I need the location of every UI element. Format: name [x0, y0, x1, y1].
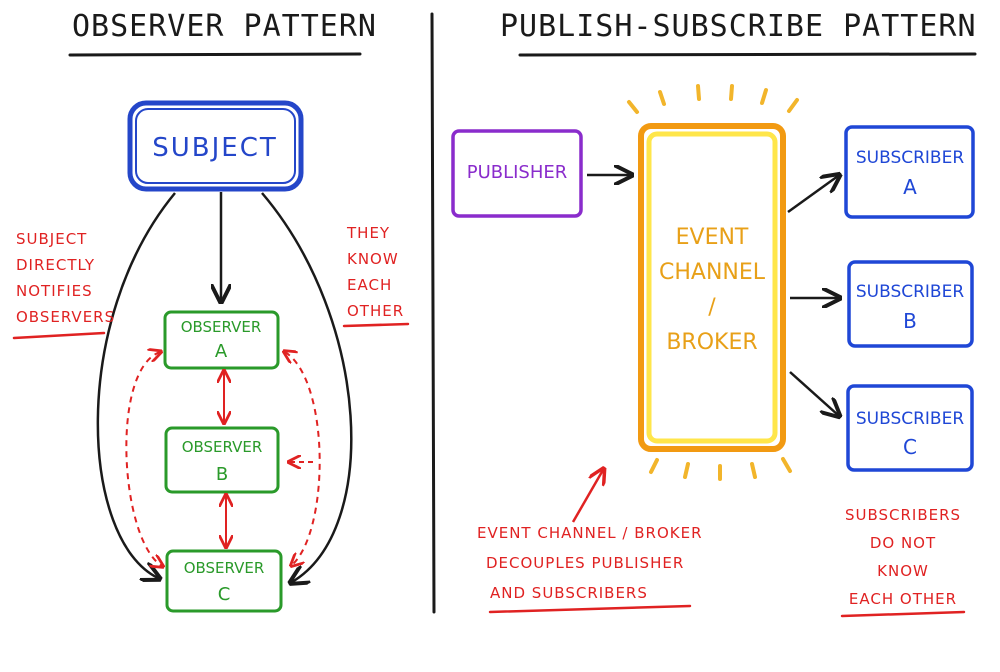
arrow-channel-to-subscriber-a	[787, 176, 838, 214]
note-they-know: THEY KNOW EACH OTHER	[346, 224, 404, 320]
section-divider	[430, 12, 436, 614]
observer-b-label: OBSERVER	[182, 438, 263, 456]
event-channel-label: EVENT CHANNEL / BROKER	[659, 225, 766, 355]
note-right-line-2: KNOW	[347, 250, 399, 268]
subject-label: SUBJECT	[152, 133, 278, 163]
arrow-channel-to-subscriber-c	[789, 371, 838, 415]
note-right-line-4: OTHER	[347, 302, 404, 320]
arrow-subject-to-observer-c-left	[96, 192, 176, 578]
observer-title-underline	[68, 52, 362, 57]
event-channel-box	[638, 123, 786, 452]
note-channel-line-2: DECOUPLES PUBLISHER	[486, 554, 684, 572]
observer-c-box	[165, 549, 283, 613]
note-subs-line-2: DO NOT	[870, 534, 936, 552]
note-right-underline	[342, 322, 410, 328]
dashed-arrow-left	[125, 352, 162, 566]
subscriber-c-box	[846, 384, 974, 472]
note-subs-line-3: KNOW	[877, 562, 929, 580]
pubsub-pattern-title: PUBLISH-SUBSCRIBE PATTERN	[500, 9, 977, 44]
observer-a-letter: A	[215, 341, 228, 362]
subscriber-b-letter: B	[903, 309, 917, 333]
arrow-note-to-channel	[571, 470, 603, 523]
observer-b-letter: B	[216, 464, 228, 485]
note-channel-line-1: EVENT CHANNEL / BROKER	[477, 524, 703, 542]
note-channel-line-3: AND SUBSCRIBERS	[490, 584, 648, 602]
observer-c-label: OBSERVER	[184, 559, 265, 577]
note-channel-underline	[488, 604, 692, 614]
pubsub-title-underline	[518, 52, 977, 57]
note-subscribers-underline	[840, 610, 966, 618]
channel-line-4: BROKER	[666, 330, 757, 355]
channel-line-2: CHANNEL	[659, 260, 766, 285]
subscriber-a-label: SUBSCRIBER	[856, 148, 964, 168]
channel-line-1: EVENT	[676, 225, 749, 250]
dashed-arrow-right	[285, 352, 321, 565]
note-subscribers-dont-know: SUBSCRIBERS DO NOT KNOW EACH OTHER	[845, 506, 961, 608]
note-channel-decouples: EVENT CHANNEL / BROKER DECOUPLES PUBLISH…	[477, 524, 703, 602]
subject-box-inner	[135, 108, 296, 184]
observer-pattern-title: OBSERVER PATTERN	[72, 9, 377, 44]
note-subs-line-1: SUBSCRIBERS	[845, 506, 961, 524]
note-left-underline	[12, 331, 106, 340]
note-right-line-1: THEY	[346, 224, 390, 242]
subscriber-c-label: SUBSCRIBER	[856, 409, 964, 429]
channel-glow-top	[627, 84, 799, 114]
subscriber-c-letter: C	[903, 435, 917, 459]
arrow-subject-to-observer-c-right	[261, 192, 353, 582]
channel-glow-bottom	[649, 457, 792, 481]
observer-c-letter: C	[218, 584, 231, 605]
note-right-line-3: EACH	[347, 276, 392, 294]
observer-a-box	[163, 310, 280, 370]
note-left-line-2: DIRECTLY	[16, 256, 95, 274]
subscriber-a-box	[844, 125, 975, 219]
subscriber-a-letter: A	[903, 175, 917, 199]
subscriber-b-label: SUBSCRIBER	[856, 282, 964, 302]
note-subject-notifies: SUBJECT DIRECTLY NOTIFIES OBSERVERS	[16, 230, 115, 326]
channel-line-3: /	[708, 295, 716, 320]
subject-box	[127, 100, 304, 192]
publisher-label: PUBLISHER	[467, 162, 568, 183]
note-left-line-4: OBSERVERS	[16, 308, 115, 326]
publisher-box	[451, 129, 583, 218]
note-subs-line-4: EACH OTHER	[849, 590, 957, 608]
note-left-line-3: NOTIFIES	[16, 282, 93, 300]
note-left-line-1: SUBJECT	[16, 230, 87, 248]
event-channel-inner-glow	[646, 131, 778, 444]
subscriber-b-box	[847, 260, 974, 348]
observer-a-label: OBSERVER	[181, 318, 262, 336]
